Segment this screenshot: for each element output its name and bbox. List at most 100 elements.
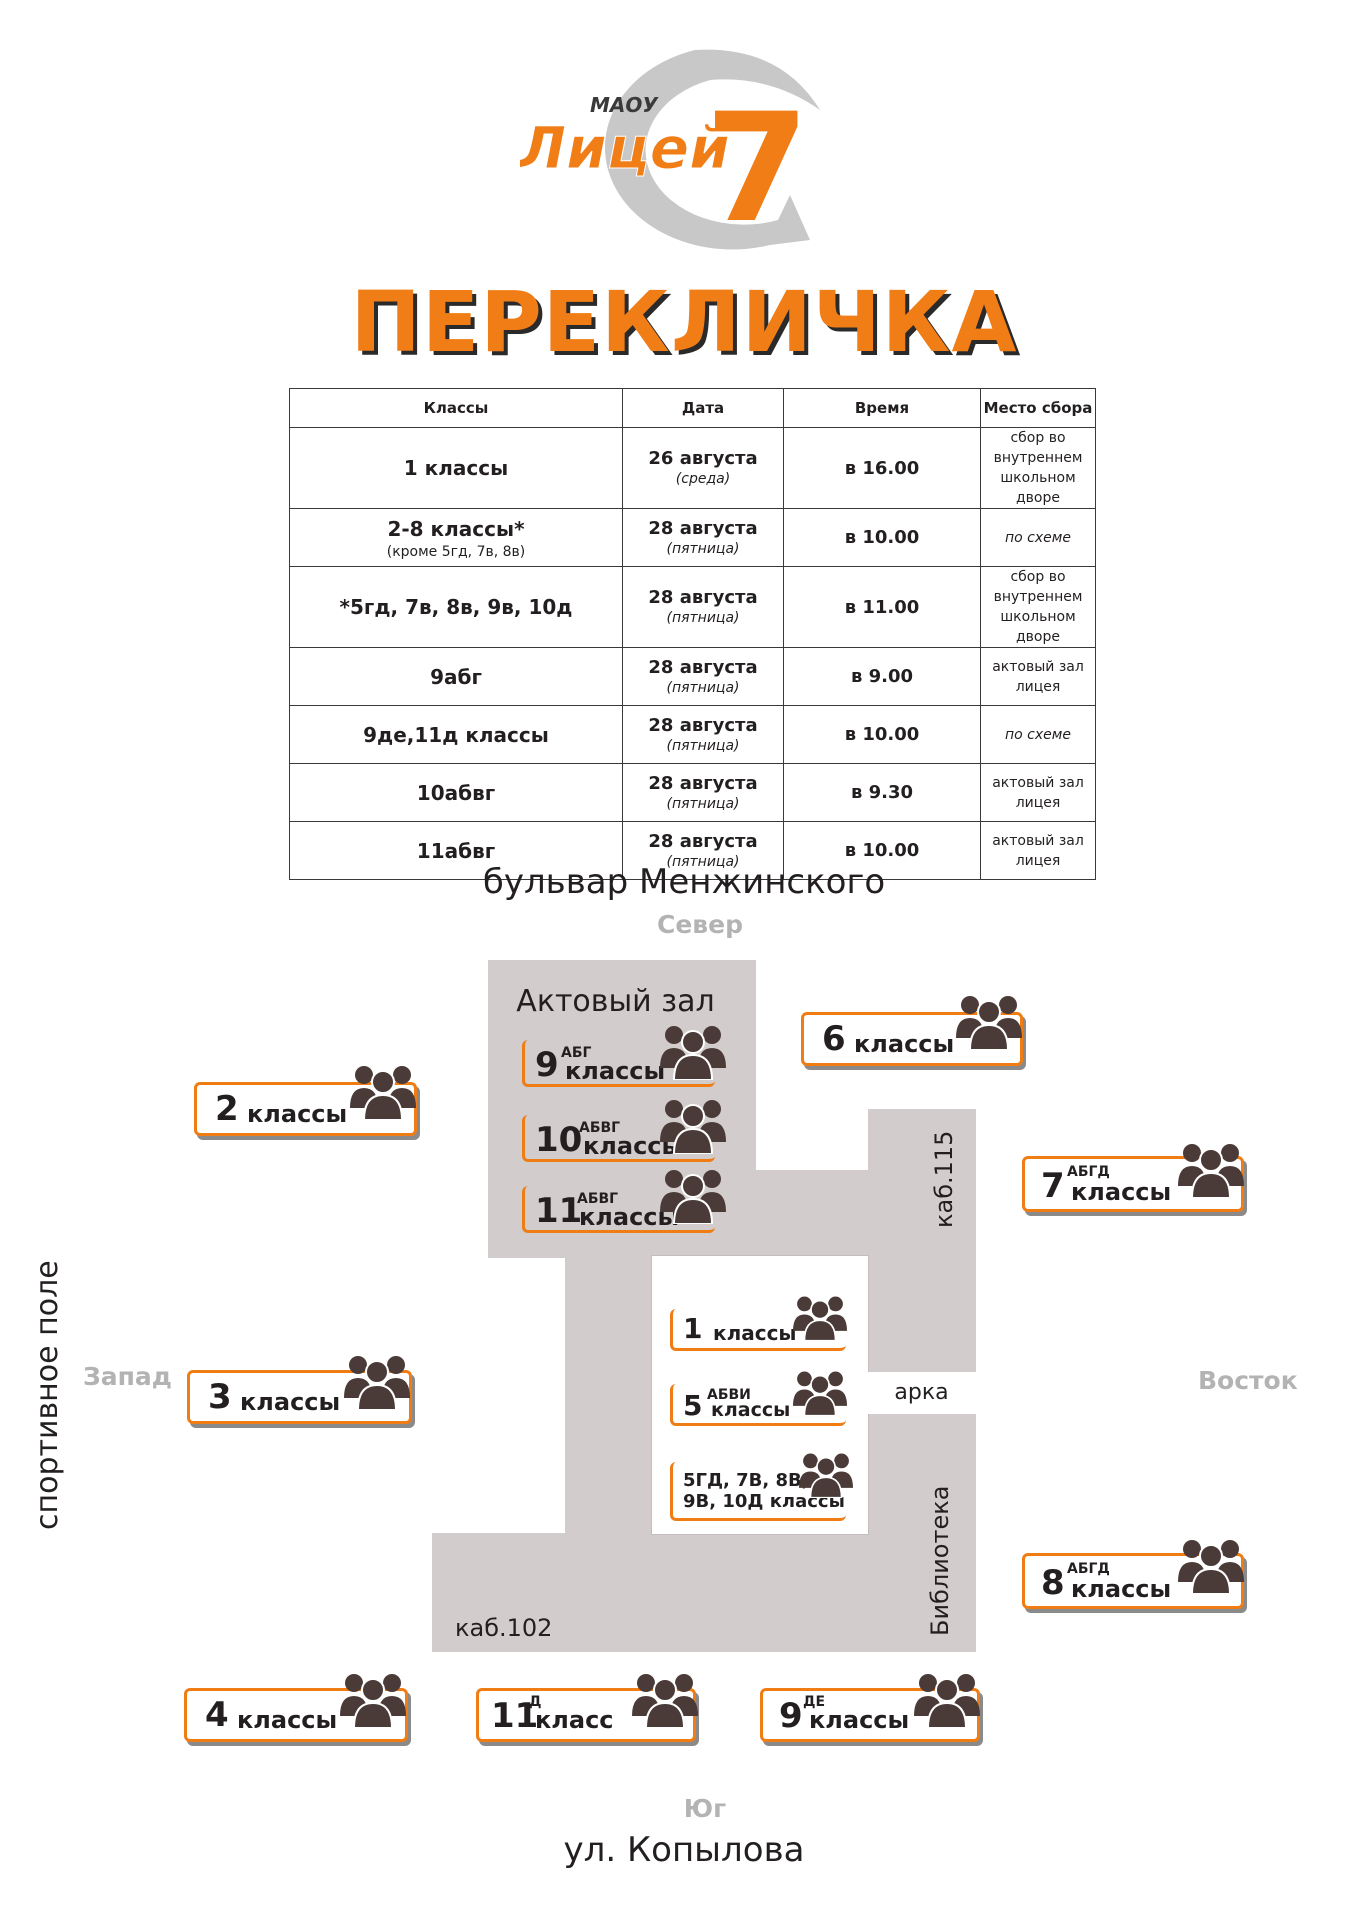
cell-place: актовый зал лицея [980, 647, 1096, 706]
cell-date: 28 августа(пятница) [622, 508, 784, 567]
group-letters: АБГ [561, 1045, 592, 1061]
header-classes: Классы [289, 388, 623, 428]
group-number: 2 [215, 1089, 239, 1129]
table-row: 2-8 классы*(кроме 5гд, 7в, 8в) 28 август… [289, 508, 1096, 567]
header-date: Дата [622, 388, 784, 428]
people-group-icon [350, 1065, 416, 1120]
lyceum-logo: МАОУ Лицей 7 [520, 49, 820, 256]
cell-classes: 10абвг [289, 763, 623, 822]
group-letters: ДЕ [803, 1694, 826, 1710]
group-number: 11 [535, 1191, 583, 1231]
schedule-table: Классы Дата Время Место сбора 1 классы 2… [289, 388, 1096, 880]
group-number: 1 [683, 1312, 703, 1345]
south-label: Юг [683, 1794, 727, 1823]
date-text: 26 августа [648, 448, 758, 469]
table-row: *5гд, 7в, 8в, 9в, 10д 28 августа (пятница… [289, 566, 1096, 648]
cell-place: актовый зал лицея [980, 821, 1096, 880]
weekday-text: (пятница) [666, 540, 740, 557]
table-row: 9де,11д классы 28 августа(пятница) в 10.… [289, 705, 1096, 764]
assembly-hall-label: Актовый зал [516, 984, 715, 1019]
group-number: 4 [205, 1695, 229, 1735]
cell-time: в 11.00 [783, 566, 981, 648]
group-word: классы [1071, 1575, 1172, 1603]
date-text: 28 августа [648, 772, 758, 794]
date-text: 28 августа [648, 830, 758, 852]
south-street-label: ул. Копылова [563, 1830, 805, 1870]
group-10abvg: 10 АБВГ классы [522, 1115, 715, 1162]
cell-time: в 9.30 [783, 763, 981, 822]
header-time: Время [783, 388, 981, 428]
cell-classes: 11абвг [289, 821, 623, 880]
group-9abg: 9 АБГ классы [522, 1040, 715, 1087]
group-number: 6 [822, 1019, 846, 1059]
people-group-icon [793, 1370, 847, 1416]
classes-note: (кроме 5гд, 7в, 8в) [386, 543, 526, 560]
cell-date: 28 августа(пятница) [622, 821, 784, 880]
north-label: Север [657, 910, 743, 939]
cell-place: актовый зал лицея [980, 763, 1096, 822]
people-group-icon [660, 1025, 726, 1080]
cell-place: по схеме [980, 508, 1096, 567]
people-group-icon [340, 1673, 406, 1728]
people-group-icon [1178, 1143, 1244, 1198]
cell-place: сбор во внутреннем школьном дворе [980, 427, 1096, 509]
date-text: 28 августа [648, 587, 758, 608]
cell-classes: *5гд, 7в, 8в, 9в, 10д [289, 566, 623, 648]
cell-date: 28 августа(пятница) [622, 705, 784, 764]
date-text: 28 августа [648, 714, 758, 736]
page-title: ПЕРЕКЛИЧКА [350, 273, 1018, 371]
weekday-text: (среда) [675, 471, 731, 487]
group-word: классы [240, 1388, 341, 1416]
north-street-label: бульвар Менжинского [482, 862, 886, 902]
cell-date: 26 августа (среда) [622, 427, 784, 509]
cell-classes: 1 классы [289, 427, 623, 509]
date-text: 28 августа [648, 517, 758, 539]
group-number: 8 [1041, 1563, 1065, 1603]
cell-classes: 9абг [289, 647, 623, 706]
group-number: 7 [1041, 1166, 1065, 1206]
people-group-icon [799, 1452, 853, 1498]
date-text: 28 августа [648, 656, 758, 678]
group-number: 10 [535, 1120, 583, 1160]
group-word: классы [713, 1321, 797, 1345]
cell-date: 28 августа(пятница) [622, 763, 784, 822]
table-row: 10абвг 28 августа(пятница) в 9.30 актовы… [289, 763, 1096, 822]
weekday-text: (пятница) [666, 610, 740, 626]
group-word: классы [1071, 1178, 1172, 1206]
svg-text:Лицей: Лицей [520, 114, 730, 182]
people-group-icon [793, 1295, 847, 1341]
group-6: 6 классы [801, 1012, 1023, 1066]
arch-passage [867, 1372, 976, 1414]
weekday-text: (пятница) [666, 679, 740, 696]
group-line-2: 9В, 10Д классы [683, 1491, 845, 1512]
group-letters: АБГД [1067, 1561, 1110, 1577]
cell-time: в 10.00 [783, 508, 981, 567]
east-label: Восток [1198, 1366, 1298, 1395]
group-letters: АБВГ [577, 1191, 619, 1207]
cell-place: сбор во внутреннем школьном дворе [980, 566, 1096, 648]
people-group-icon [660, 1099, 726, 1154]
people-group-icon [1178, 1539, 1244, 1594]
group-word: классы [565, 1057, 666, 1085]
people-group-icon [660, 1169, 726, 1224]
group-word: классы [854, 1030, 955, 1058]
group-letters: АБГД [1067, 1164, 1110, 1180]
sports-field-label: спортивное поле [30, 1260, 65, 1530]
group-word: классы [711, 1399, 791, 1421]
group-letters: Д [529, 1694, 542, 1710]
group-word: класс [535, 1706, 614, 1734]
people-group-icon [956, 995, 1022, 1050]
svg-text:МАОУ: МАОУ [590, 93, 659, 117]
weekday-text: (пятница) [666, 795, 740, 812]
table-header-row: Классы Дата Время Место сбора [289, 388, 1096, 428]
group-line-1: 5ГД, 7В, 8В, [683, 1470, 809, 1491]
group-word: классы [247, 1100, 348, 1128]
group-letters: АБВИ [707, 1387, 751, 1403]
cell-date: 28 августа(пятница) [622, 647, 784, 706]
cell-time: в 10.00 [783, 705, 981, 764]
cell-time: в 16.00 [783, 427, 981, 509]
room-115-label: каб.115 [930, 1130, 958, 1228]
group-number: 11 [491, 1696, 539, 1736]
table-row: 9абг 28 августа(пятница) в 9.00 актовый … [289, 647, 1096, 706]
table-row: 1 классы 26 августа (среда) в 16.00 сбор … [289, 427, 1096, 509]
